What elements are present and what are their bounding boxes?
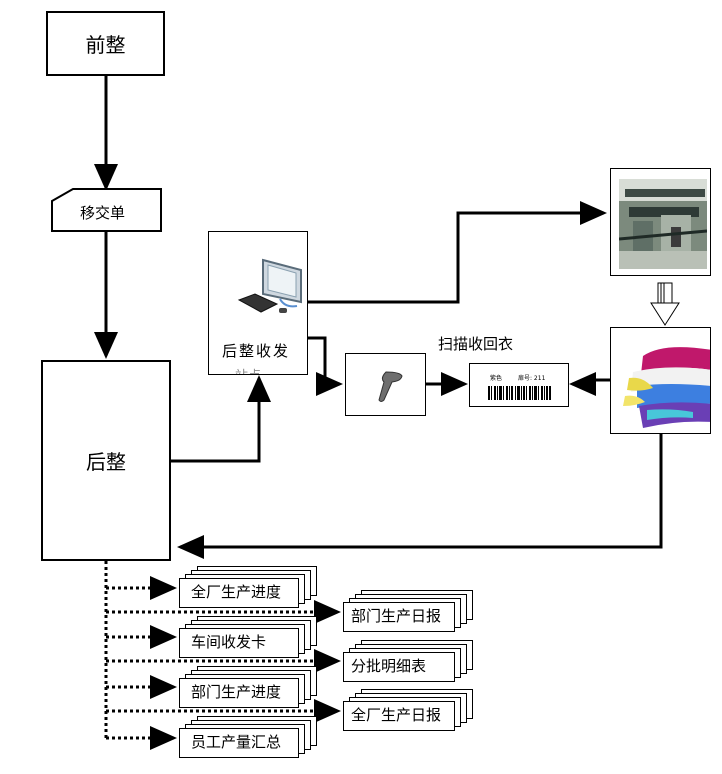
barcode-label-box: 紫色 扉号: 211: [469, 363, 569, 407]
transfer-sheet-shape: [51, 188, 162, 232]
arrow-pc-to-machine: [306, 201, 607, 304]
pc-station-label: 后整收发: [222, 342, 291, 360]
front-finish-label: 前整: [85, 33, 126, 57]
barcode-scanner-icon: [378, 371, 403, 402]
report-label-3: 车间收发卡: [191, 632, 267, 651]
arrow-sweater-to-barcode: [569, 372, 610, 396]
arrow-sweater-to-back: [177, 434, 663, 559]
report-label-7: 员工产量汇总: [191, 732, 282, 751]
pc-station-subtext: 站点: [235, 365, 261, 374]
report-label-2: 部门生产日报: [351, 606, 442, 625]
transfer-sheet-label: 移交单: [80, 204, 126, 222]
scanner-box: [345, 353, 426, 416]
sweater-photo-box: [610, 327, 711, 434]
scan-return-label: 扫描收回衣: [438, 335, 514, 353]
pc-station-box: 后整收发 站点: [208, 231, 308, 375]
computer-icon: [237, 258, 302, 313]
report-label-4: 分批明细表: [351, 656, 427, 675]
back-finish-box: 后整: [41, 360, 171, 561]
barcode-color-text: 紫色: [490, 375, 503, 382]
knitting-machine-photo: [619, 179, 707, 269]
barcode-number-text: 扉号: 211: [518, 375, 546, 382]
report-label-6: 全厂生产日报: [351, 705, 442, 724]
hollow-down-arrow-icon: [650, 282, 680, 326]
barcode-label-icon: [488, 386, 551, 400]
sweater-stack-photo: [623, 347, 710, 428]
back-finish-label: 后整: [86, 450, 126, 474]
arrow-back-to-pc: [170, 375, 271, 463]
report-label-5: 部门生产进度: [191, 682, 282, 701]
front-finish-box: 前整: [46, 11, 165, 76]
report-label-1: 全厂生产进度: [191, 582, 282, 601]
machine-photo-box: [610, 168, 711, 276]
arrow-pc-to-scanner: [306, 336, 343, 396]
